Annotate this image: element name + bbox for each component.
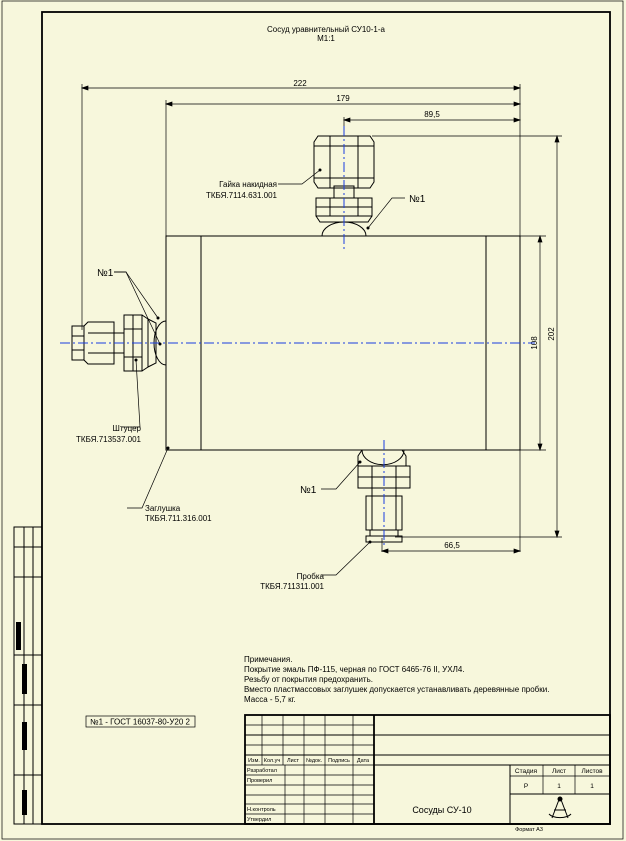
leader-dots: [134, 168, 372, 544]
svg-text:1: 1: [590, 783, 594, 790]
callout-fitting-name: Штуцер: [113, 424, 142, 433]
svg-text:Утвердил: Утвердил: [247, 817, 271, 823]
title-block: [244, 714, 611, 825]
svg-text:Подпись: Подпись: [328, 758, 350, 764]
dim-body-with-plug: 179: [336, 94, 350, 103]
product-name: Сосуды СУ-10: [412, 805, 471, 815]
notes-line-1: Покрытие эмаль ПФ-115, черная по ГОСТ 64…: [244, 665, 465, 674]
callout-weld-bottom: №1: [300, 485, 317, 496]
svg-text:Изм.: Изм.: [248, 758, 260, 764]
dim-overall-width: 222: [293, 79, 307, 88]
format-label: Формат А3: [515, 827, 543, 833]
dimension-lines: [80, 85, 560, 554]
notes-line-2: Резьбу от покрытия предохранить.: [244, 675, 373, 684]
drawing-title: Сосуд уравнительный СУ10-1-а: [267, 25, 386, 34]
svg-text:Р: Р: [524, 783, 528, 790]
svg-text:Дата: Дата: [357, 758, 370, 764]
side-stamp: [13, 526, 43, 825]
callout-nut-name: Гайка накидная: [219, 180, 277, 189]
notes-line-3: Вместо пластмассовых заглушек допускаетс…: [244, 685, 549, 694]
title-block-row-labels: Разработал Проверил Н.контроль Утвердил: [247, 768, 277, 823]
drawing-scale: М1:1: [317, 34, 335, 43]
callout-nut-code: ТКБЯ.7114.631.001: [206, 191, 278, 200]
svg-text:№док.: №док.: [306, 758, 323, 764]
dim-nut-offset: 89,5: [424, 110, 440, 119]
callout-weld-top: №1: [409, 194, 426, 205]
title-block-stage: Стадия Лист Листов Р 1 1: [515, 768, 603, 790]
dim-overall-height: 202: [547, 327, 556, 341]
svg-text:Листов: Листов: [581, 768, 603, 775]
svg-text:Н.контроль: Н.контроль: [247, 807, 276, 813]
svg-text:Разработал: Разработал: [247, 768, 277, 774]
extension-lines: [81, 84, 562, 552]
title-block-col-headers: Изм. Кол.уч Лист №док. Подпись Дата: [248, 758, 370, 764]
weld-standard-text: №1 - ГОСТ 16037-80-У20 2: [90, 718, 191, 727]
svg-text:Кол.уч: Кол.уч: [264, 758, 281, 764]
weld-standard-box: [85, 715, 196, 728]
leader-lines: [114, 169, 405, 576]
sheet-inner-frame: [41, 11, 611, 825]
notes-heading: Примечания.: [244, 655, 292, 664]
callout-cap-name: Заглушка: [145, 504, 181, 513]
callout-cap-code: ТКБЯ.711.316.001: [145, 514, 212, 523]
svg-text:1: 1: [557, 783, 561, 790]
callout-fitting-code: ТКБЯ.713537.001: [76, 435, 142, 444]
notes-line-4: Масса - 5,7 кг.: [244, 695, 296, 704]
callout-plug-name: Пробка: [297, 572, 325, 581]
svg-text:Лист: Лист: [287, 758, 299, 764]
callout-weld-left: №1: [97, 268, 114, 279]
svg-text:Лист: Лист: [552, 768, 566, 775]
callout-plug-code: ТКБЯ.711311.001: [260, 582, 324, 591]
compass-logo-icon: [548, 796, 572, 819]
dim-plug-offset: 66,5: [444, 541, 460, 550]
svg-text:Проверил: Проверил: [247, 778, 272, 784]
svg-text:Стадия: Стадия: [515, 768, 538, 775]
